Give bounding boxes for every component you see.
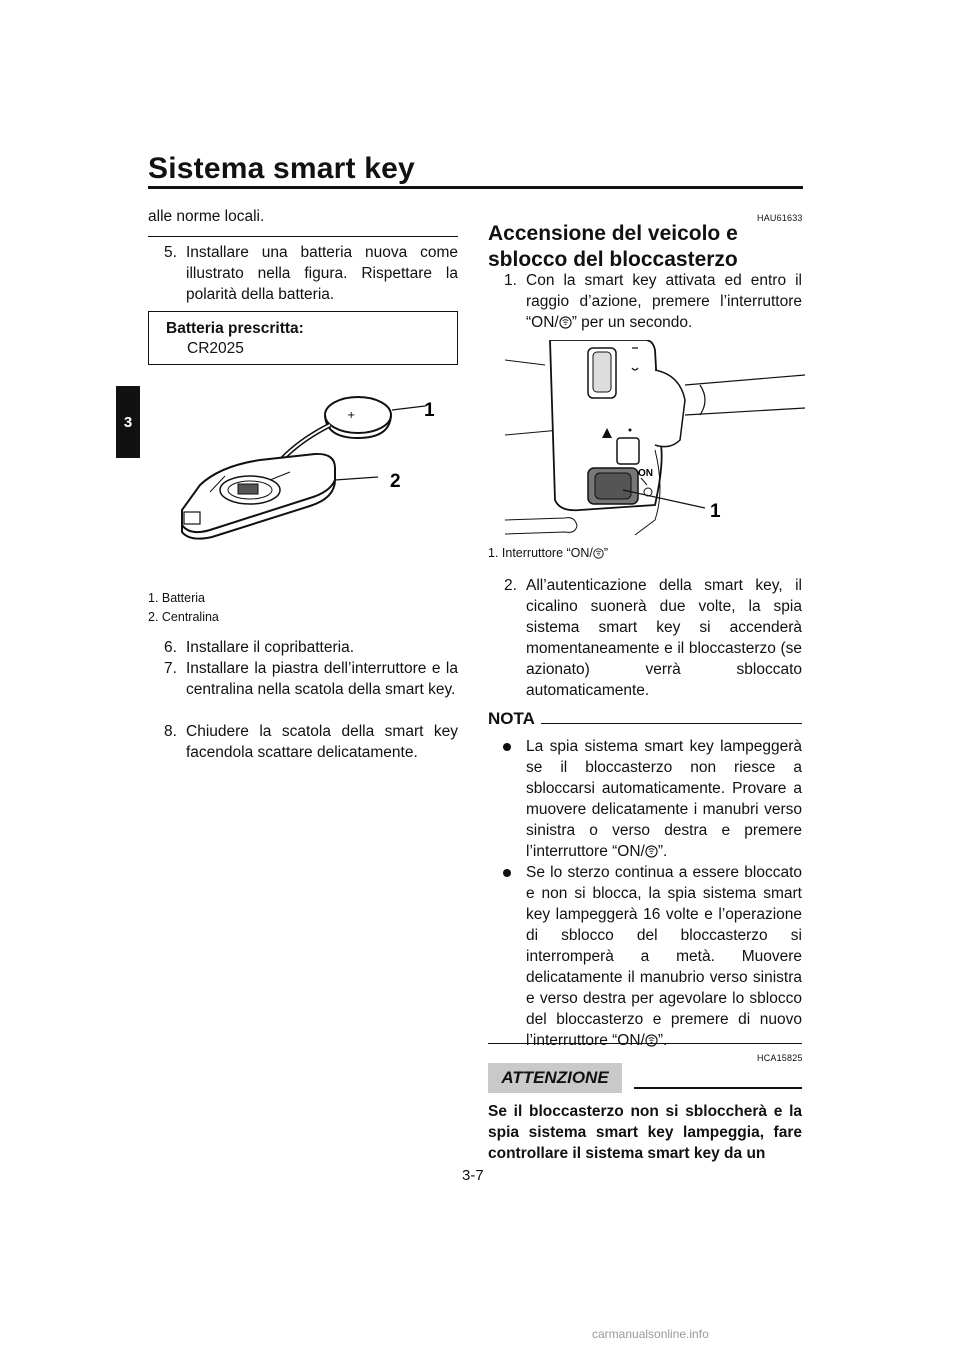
caption-text-end: ” <box>603 546 609 560</box>
battery-spec-box: Batteria prescritta: CR2025 <box>148 311 458 365</box>
step-text: Chiudere la scatola della smart key face… <box>186 723 458 761</box>
step-text-end: ” per un secondo. <box>571 314 693 331</box>
coin-battery-shape <box>324 396 392 434</box>
callout-2: 2 <box>390 471 401 492</box>
step-text-start: Con la smart key attivata ed entro il ra… <box>526 272 802 331</box>
callout-1: 1 <box>424 400 435 421</box>
step-number: 2. <box>504 577 517 594</box>
bullet-text-start: Se lo sterzo continua a essere bloccato … <box>526 864 802 1049</box>
bullet-text-start: La spia sistema smart key lampeggerà se … <box>526 738 802 860</box>
nota-rule-top <box>541 723 802 724</box>
step-text: Installare una batteria nuova come illus… <box>186 244 458 303</box>
spec-label: Batteria prescritta: <box>166 320 304 337</box>
battery-figure: + 1 2 <box>181 396 435 540</box>
title-rule <box>148 186 803 189</box>
step-2: 2. All’autenticazione della smart key, i… <box>504 575 802 701</box>
smart-key-icon <box>559 316 572 329</box>
switch-figure: ON 1 <box>505 340 805 536</box>
step-number: 8. <box>164 723 177 740</box>
on-label: ON <box>638 468 653 479</box>
bullet-dot <box>503 743 511 751</box>
step-5: 5. Installare una batteria nuova come il… <box>164 242 458 305</box>
step-number: 7. <box>164 660 177 677</box>
step-text: Installare la piastra dell’interruttore … <box>186 660 458 698</box>
section-heading: Accensione del veicolo e sblocco del blo… <box>488 222 738 271</box>
step-number: 6. <box>164 639 177 656</box>
step-text: Installare il copribatteria. <box>186 639 354 656</box>
figure-caption-1: 1. Batteria <box>148 591 205 605</box>
step-7: 7. Installare la piastra dell’interrutto… <box>164 658 458 700</box>
step-8: 8. Chiudere la scatola della smart key f… <box>164 721 458 763</box>
nota-bullet-1: La spia sistema smart key lampeggerà se … <box>503 736 802 862</box>
page-title: Sistema smart key <box>148 152 415 185</box>
bullet-text-end: ”. <box>657 843 668 860</box>
chapter-tab: 3 <box>116 386 140 458</box>
smart-key-icon <box>593 548 604 559</box>
spec-value: CR2025 <box>187 340 244 357</box>
nota-bullet-2: Se lo sterzo continua a essere bloccato … <box>503 862 802 1051</box>
section-code: HAU61633 <box>757 213 803 223</box>
section-rule <box>148 236 458 237</box>
step-text: All’autenticazione della smart key, il c… <box>526 577 802 699</box>
switch-figure-caption: 1. Interruttore “ON/ ” <box>488 544 608 563</box>
caption-text-start: 1. Interruttore “ON/ <box>488 546 593 560</box>
attention-code: HCA15825 <box>757 1053 803 1063</box>
bullet-dot <box>503 869 511 877</box>
bullet-text-end: ”. <box>657 1032 668 1049</box>
step-number: 1. <box>504 272 517 289</box>
attention-rule <box>634 1087 802 1089</box>
figure-caption-2: 2. Centralina <box>148 610 219 624</box>
step-6: 6. Installare il copribatteria. <box>164 637 458 658</box>
svg-text:+: + <box>347 410 355 421</box>
step-1: 1. Con la smart key attivata ed entro il… <box>504 270 802 333</box>
smart-key-icon <box>645 845 658 858</box>
switch-callout-1: 1 <box>710 501 721 522</box>
smart-key-icon <box>645 1034 658 1047</box>
attention-badge: ATTENZIONE <box>488 1063 622 1093</box>
continued-text: alle norme locali. <box>148 208 265 225</box>
attention-text: Se il bloccasterzo non si sbloccherà e l… <box>488 1103 802 1162</box>
step-number: 5. <box>164 244 177 261</box>
watermark: carmanualsonline.info <box>592 1327 709 1341</box>
nota-rule-bottom <box>488 1043 802 1044</box>
page-number: 3-7 <box>462 1167 484 1184</box>
nota-label: NOTA <box>488 709 535 728</box>
